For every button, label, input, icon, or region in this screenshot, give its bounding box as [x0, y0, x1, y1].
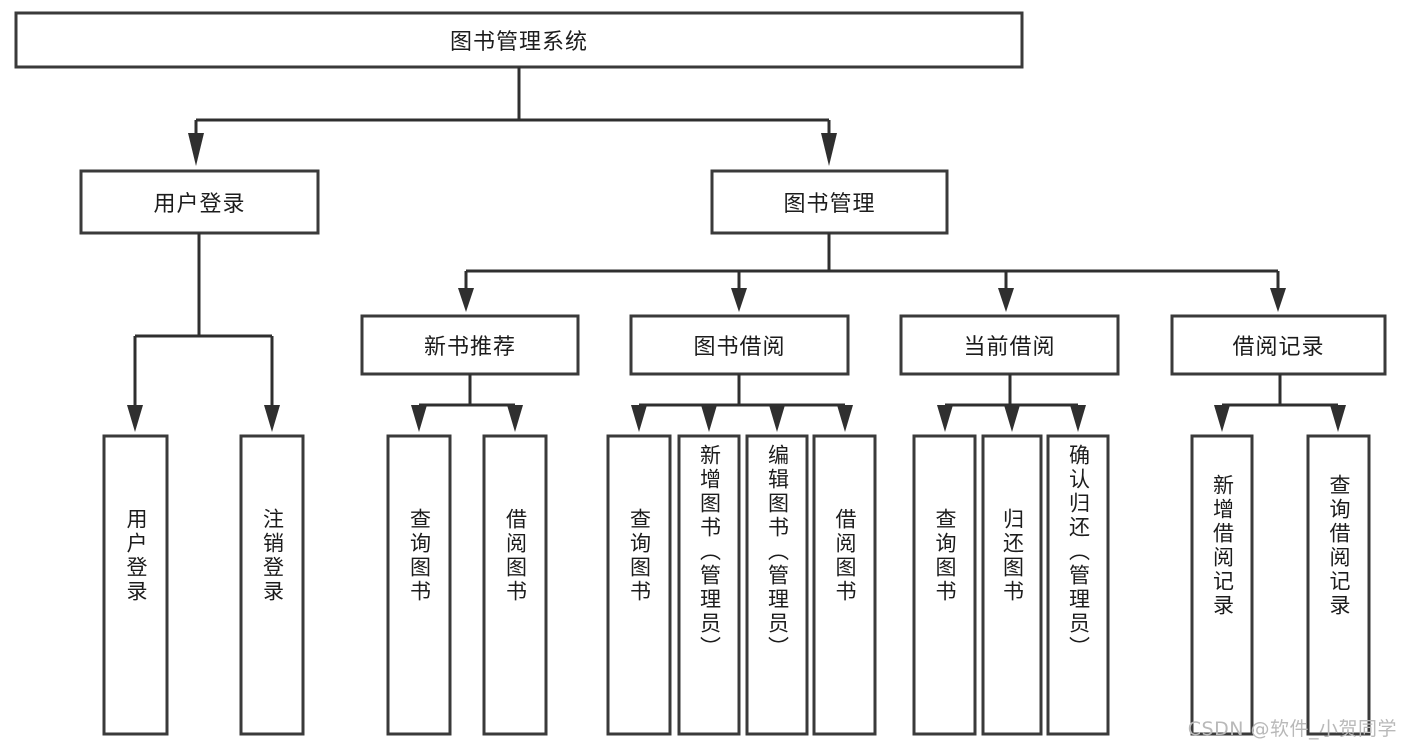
- arrow-to-edit-book-admin: [769, 405, 785, 432]
- arrow-to-borrow-book-1: [507, 405, 523, 432]
- arrow-to-add-borrow-record: [1214, 405, 1230, 432]
- node-root-book-management-system[interactable]: [14, 11, 1024, 69]
- node-query-book-3[interactable]: [912, 434, 977, 736]
- node-confirm-return-admin[interactable]: [1046, 434, 1110, 736]
- arrow-to-current-borrow: [998, 288, 1014, 312]
- node-user-logout[interactable]: [239, 434, 305, 736]
- node-add-book-admin[interactable]: [677, 434, 741, 736]
- arrow-to-book-borrow: [731, 288, 747, 312]
- arrow-to-new-book-recommend: [458, 288, 474, 312]
- arrow-to-query-borrow-record: [1330, 405, 1346, 432]
- arrow-to-user-login-do: [127, 405, 143, 432]
- arrow-to-user-logout: [264, 405, 280, 432]
- node-book-management[interactable]: [710, 169, 949, 235]
- arrow-root-to-book-management: [821, 133, 837, 166]
- node-add-borrow-record[interactable]: [1190, 434, 1254, 736]
- arrow-to-query-book-3: [937, 405, 953, 432]
- node-user-login-do[interactable]: [102, 434, 169, 736]
- arrow-to-query-book-1: [411, 405, 427, 432]
- arrow-to-add-book-admin: [701, 405, 717, 432]
- node-borrow-book-2[interactable]: [812, 434, 877, 736]
- arrow-root-to-user-login: [188, 133, 204, 166]
- arrow-to-borrow-book-2: [837, 405, 853, 432]
- node-borrow-book-1[interactable]: [482, 434, 548, 736]
- node-edit-book-admin[interactable]: [745, 434, 809, 736]
- csdn-watermark: CSDN @软件_小贺同学: [1187, 718, 1397, 740]
- node-current-borrow[interactable]: [899, 314, 1120, 376]
- arrow-to-return-book: [1004, 405, 1020, 432]
- arrow-to-confirm-return-admin: [1070, 405, 1086, 432]
- node-new-book-recommend[interactable]: [360, 314, 580, 376]
- node-book-borrow[interactable]: [629, 314, 850, 376]
- node-return-book[interactable]: [981, 434, 1043, 736]
- node-user-login[interactable]: [79, 169, 320, 235]
- arrow-to-query-book-2: [631, 405, 647, 432]
- node-query-borrow-record[interactable]: [1306, 434, 1371, 736]
- node-borrow-record[interactable]: [1170, 314, 1387, 376]
- arrow-to-borrow-record: [1270, 288, 1286, 312]
- node-query-book-1[interactable]: [386, 434, 452, 736]
- node-query-book-2[interactable]: [606, 434, 672, 736]
